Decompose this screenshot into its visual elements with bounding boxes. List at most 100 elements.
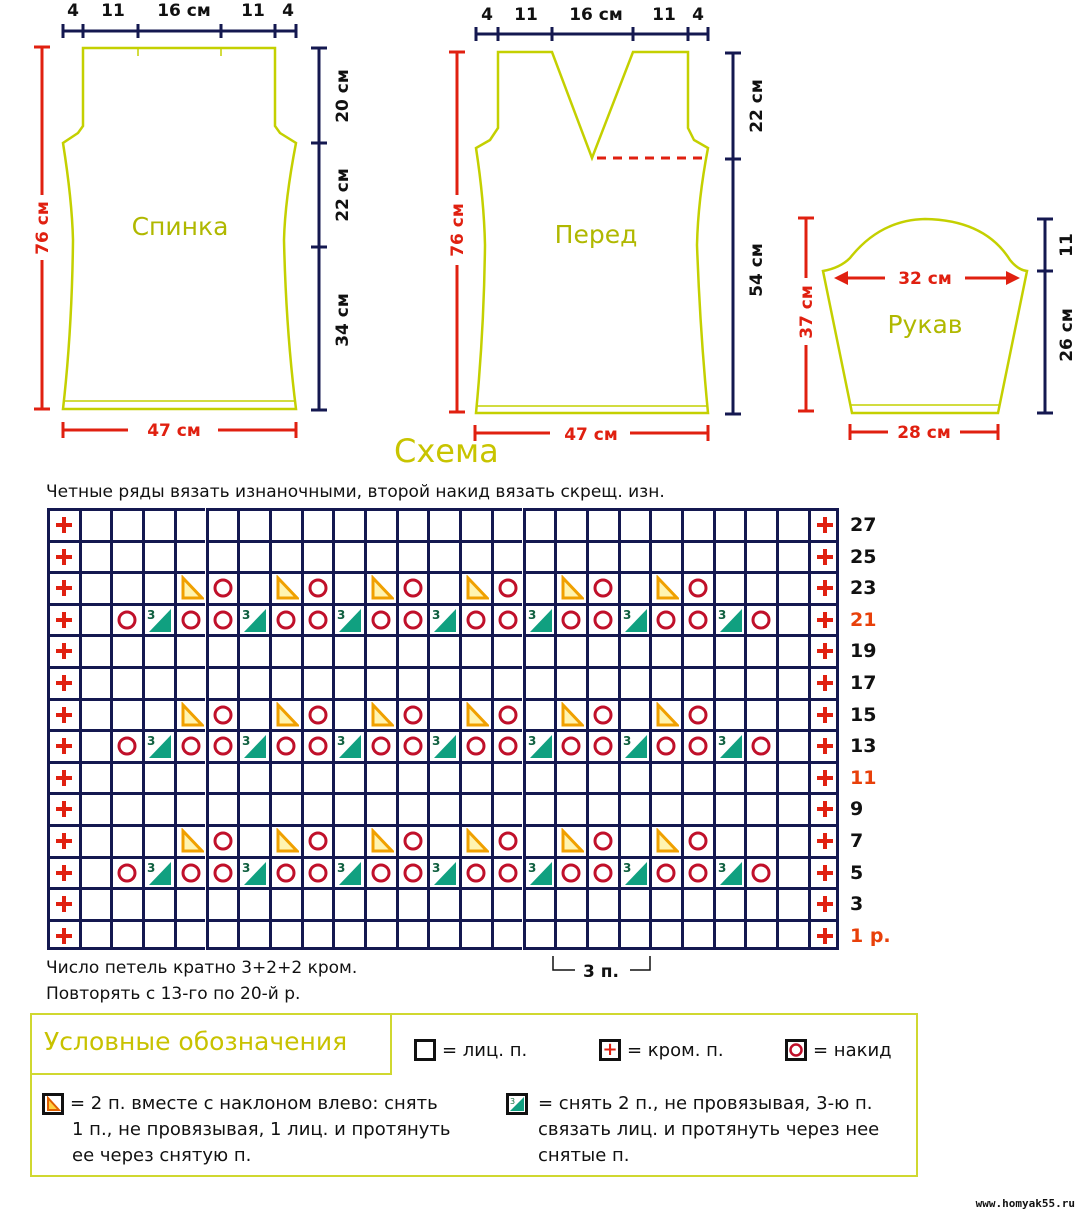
yarn-over-icon bbox=[466, 736, 486, 756]
knit-stitch-cell bbox=[490, 760, 523, 793]
knit-stitch-cell bbox=[205, 508, 238, 540]
yarn-over-cell bbox=[395, 697, 428, 730]
yarn-over-icon bbox=[593, 578, 613, 598]
knit-stitch-cell bbox=[490, 634, 523, 666]
k2tog-left-cell bbox=[268, 697, 301, 730]
yarn-over-icon bbox=[751, 736, 771, 756]
slip2-k1-pass-cell: 3 bbox=[617, 855, 650, 888]
sleeve-title: Рукав bbox=[887, 310, 962, 339]
yarn-over-icon bbox=[688, 831, 708, 851]
knit-stitch-cell bbox=[268, 760, 301, 793]
edge-stitch-cell bbox=[807, 539, 840, 572]
knit-stitch-cell bbox=[427, 571, 460, 603]
k2tog-left-cell bbox=[459, 824, 491, 856]
knit-stitch-cell bbox=[237, 634, 269, 666]
yarn-over-icon bbox=[688, 705, 708, 725]
k2tog-left-cell bbox=[554, 697, 586, 730]
slip2-k1-pass-cell: 3 bbox=[522, 729, 555, 761]
knit-stitch-cell bbox=[681, 792, 713, 824]
knit-stitch-cell bbox=[681, 918, 713, 951]
k2tog-left-cell bbox=[173, 697, 206, 730]
schema-title: Схема bbox=[394, 432, 499, 470]
knit-stitch-cell bbox=[78, 887, 111, 919]
yarn-over-icon bbox=[403, 831, 423, 851]
knit-stitch-cell bbox=[490, 918, 523, 951]
knit-stitch-cell bbox=[554, 792, 586, 824]
yarn-over-cell bbox=[585, 602, 618, 635]
k2tog-left-icon bbox=[181, 828, 204, 853]
edge-stitch-cell bbox=[47, 760, 79, 793]
legend-k2tog-text: = 2 п. вместе с наклоном влево: снять 1 … bbox=[70, 1091, 451, 1169]
back-dim-top-2: 11 bbox=[101, 1, 125, 21]
knit-stitch-cell bbox=[459, 887, 491, 919]
svg-text:3: 3 bbox=[623, 861, 631, 875]
knit-stitch-cell bbox=[205, 887, 238, 919]
yarn-over-cell bbox=[268, 855, 301, 888]
yarn-over-icon bbox=[371, 610, 391, 630]
row-number: 7 bbox=[850, 830, 864, 852]
yarn-over-cell bbox=[173, 729, 206, 761]
yarn-over-icon bbox=[656, 610, 676, 630]
knit-stitch-cell bbox=[712, 918, 745, 951]
knit-stitch-cell bbox=[459, 918, 491, 951]
edge-stitch-icon bbox=[816, 896, 833, 913]
k2tog-left-cell bbox=[268, 824, 301, 856]
knit-stitch-cell bbox=[459, 634, 491, 666]
knit-stitch-cell bbox=[142, 539, 174, 572]
knit-stitch-cell bbox=[554, 918, 586, 951]
knit-stitch-cell bbox=[110, 697, 143, 730]
k2tog-left-icon bbox=[42, 1093, 64, 1115]
knit-stitch-cell bbox=[237, 666, 269, 698]
knit-stitch-cell bbox=[205, 634, 238, 666]
knit-stitch-cell bbox=[268, 634, 301, 666]
knit-stitch-cell bbox=[300, 508, 333, 540]
yarn-over-icon bbox=[498, 736, 518, 756]
yarn-over-cell bbox=[490, 697, 523, 730]
yarn-over-icon bbox=[403, 578, 423, 598]
knit-stitch-cell bbox=[173, 666, 206, 698]
front-dim-top-5: 4 bbox=[692, 5, 704, 25]
knit-stitch-cell bbox=[522, 539, 555, 572]
k2tog-left-icon bbox=[371, 828, 394, 853]
front-dim-right-2: 54 см bbox=[747, 243, 767, 297]
knit-stitch-cell bbox=[776, 666, 808, 698]
edge-stitch-cell bbox=[807, 887, 840, 919]
knit-stitch-cell bbox=[776, 887, 808, 919]
edge-stitch-icon bbox=[56, 864, 72, 881]
knit-stitch-cell bbox=[744, 666, 777, 698]
knit-stitch-cell bbox=[681, 666, 713, 698]
yarn-over-icon bbox=[213, 863, 232, 883]
edge-stitch-icon bbox=[56, 580, 72, 597]
edge-stitch-cell bbox=[807, 760, 840, 793]
row-number: 23 bbox=[850, 577, 877, 600]
svg-text:3: 3 bbox=[147, 608, 155, 622]
yarn-over-icon bbox=[656, 863, 676, 883]
k2tog-left-icon bbox=[276, 575, 299, 600]
knit-stitch-cell bbox=[110, 887, 143, 919]
knit-stitch-cell bbox=[522, 571, 555, 603]
knit-stitch-cell bbox=[522, 508, 555, 540]
knit-stitch-cell bbox=[364, 918, 396, 951]
yarn-over-cell bbox=[300, 602, 333, 635]
svg-text:3: 3 bbox=[718, 734, 726, 748]
knit-stitch-cell bbox=[427, 508, 460, 540]
knit-stitch-cell bbox=[395, 539, 428, 572]
knit-stitch-cell bbox=[427, 760, 460, 793]
knit-stitch-cell bbox=[427, 697, 460, 730]
row-number: 13 bbox=[850, 735, 877, 758]
knit-stitch-cell bbox=[554, 508, 586, 540]
yarn-over-cell bbox=[681, 697, 713, 730]
knit-stitch-cell bbox=[332, 918, 364, 951]
slip2-k1-pass-cell: 3 bbox=[427, 729, 460, 761]
yarn-over-icon bbox=[688, 736, 708, 756]
knit-stitch-cell bbox=[744, 634, 777, 666]
yarn-over-cell bbox=[110, 855, 143, 888]
yarn-over-cell bbox=[490, 729, 523, 761]
svg-text:3: 3 bbox=[623, 608, 631, 622]
legend-yarn-over: = накид bbox=[785, 1039, 892, 1061]
front-piece bbox=[474, 50, 710, 415]
knit-stitch-cell bbox=[110, 760, 143, 793]
yarn-over-icon bbox=[498, 705, 518, 725]
edge-stitch-icon bbox=[56, 675, 72, 691]
row-number: 5 bbox=[850, 861, 864, 884]
